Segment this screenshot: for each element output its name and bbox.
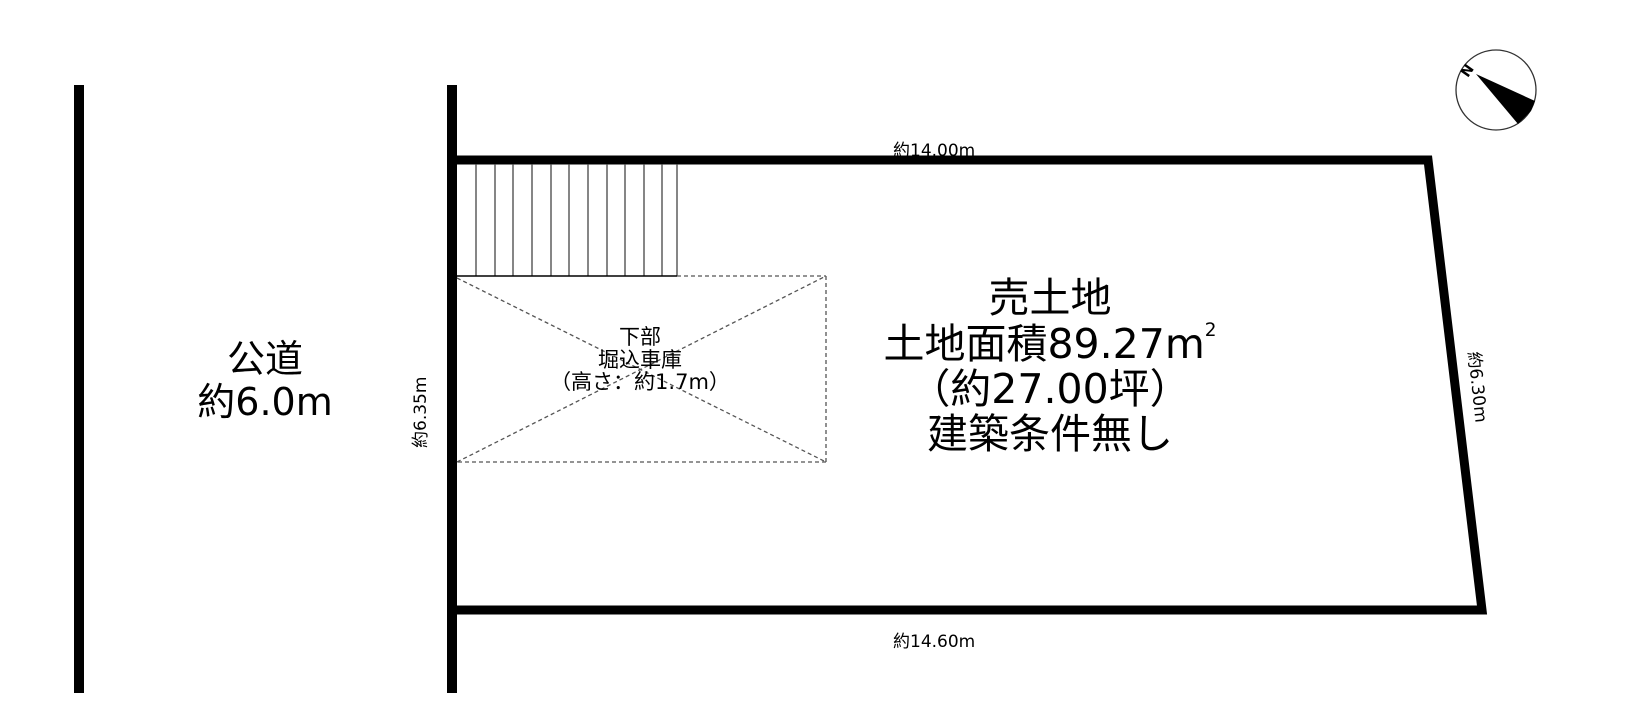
lot-area: 土地面積89.27m2 (830, 320, 1270, 369)
lot-building-condition: 建築条件無し (927, 410, 1173, 459)
north-arrow-compass (1455, 49, 1537, 131)
compass-needle-icon (1476, 74, 1535, 124)
road-width: 約6.0m (197, 379, 333, 424)
lot-front-boundary (447, 85, 457, 693)
garage-height: （高さ：約1.7m） (550, 370, 730, 395)
lot-area-text: 土地面積89.27m (883, 320, 1205, 369)
garage-outline (456, 275, 827, 463)
lot-area-unit-sup: 2 (1204, 320, 1217, 342)
stair-hatching (475, 164, 678, 276)
lot-area-tsubo: （約27.00坪） (909, 365, 1191, 414)
garage-label: 下部 堀込車庫 （高さ：約1.7m） (540, 326, 740, 394)
dimension-bottom: 約14.60m (893, 632, 976, 652)
road-edge-line (74, 85, 84, 693)
lot-info-label: 売土地 土地面積89.27m2 （約27.00坪） 建築条件無し (830, 274, 1270, 459)
lot-boundary (452, 155, 1488, 615)
road-name: 公道 (226, 337, 303, 381)
garage-line-2: 堀込車庫 (598, 347, 682, 372)
dimension-left: 約6.35m (411, 376, 431, 448)
dimension-top: 約14.00m (893, 141, 976, 161)
lot-title: 売土地 (988, 274, 1112, 322)
garage-line-1: 下部 (619, 325, 661, 349)
road-label: 公道 約6.0m (170, 338, 360, 423)
